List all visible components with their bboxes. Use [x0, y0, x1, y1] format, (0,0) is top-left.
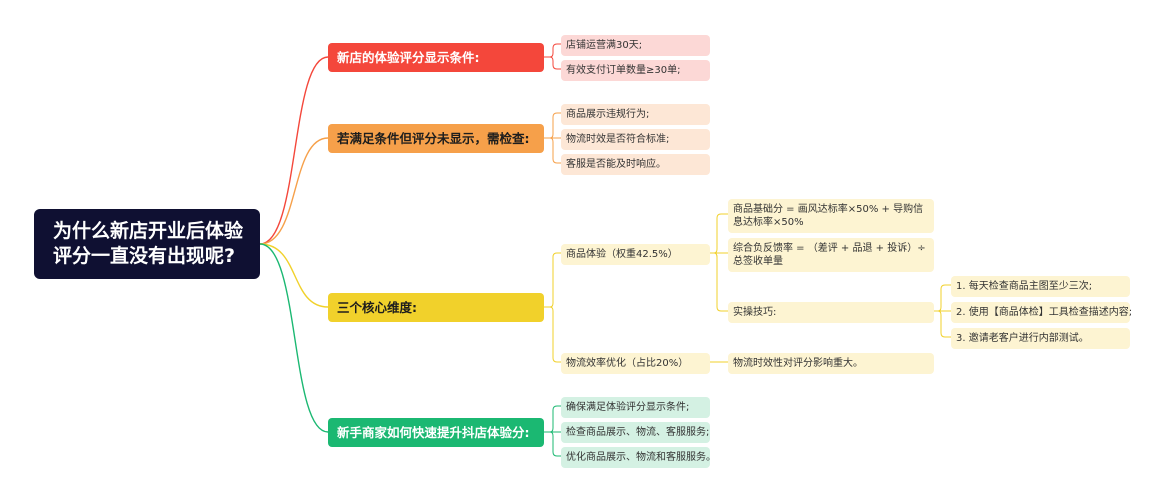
link-b1-leaf1: [544, 43, 561, 58]
branch-core-dimensions[interactable]: 三个核心维度:: [328, 293, 544, 322]
leaf-tip-product-checkup[interactable]: 2. 使用【商品体检】工具检查描述内容;: [951, 302, 1132, 323]
link-b2-leaf3: [544, 137, 561, 164]
link-b4-leaf3: [544, 431, 561, 457]
link-root-branch2: [259, 137, 329, 245]
leaf-tip-customer-test[interactable]: 3. 邀请老客户进行内部测试。: [951, 328, 1130, 349]
leaf-logistics-standard[interactable]: 物流时效是否符合标准;: [561, 129, 710, 150]
link-root-branch4: [259, 243, 329, 433]
leaf-tip-check-images[interactable]: 1. 每天检查商品主图至少三次;: [951, 276, 1130, 297]
leaf-check-services[interactable]: 检查商品展示、物流、客服服务;: [561, 422, 710, 443]
leaf-product-base-score[interactable]: 商品基础分 = 画风达标率×50% + 导购信息达标率×50%: [728, 199, 934, 233]
leaf-display-violations[interactable]: 商品展示违规行为;: [561, 104, 710, 125]
link-b3-logistics: [544, 306, 561, 363]
leaf-meet-conditions[interactable]: 确保满足体验评分显示条件;: [561, 397, 710, 418]
leaf-store-30-days[interactable]: 店铺运营满30天;: [561, 35, 710, 56]
link-root-branch3: [259, 243, 329, 308]
leaf-orders-30[interactable]: 有效支付订单数量≥30单;: [561, 60, 710, 81]
branch-check-items[interactable]: 若满足条件但评分未显示，需检查:: [328, 124, 544, 153]
leaf-practical-tips[interactable]: 实操技巧:: [728, 302, 934, 323]
link-b1-leaf2: [544, 56, 561, 70]
branch-display-conditions[interactable]: 新店的体验评分显示条件:: [328, 43, 544, 72]
link-product-item3: [710, 252, 728, 312]
leaf-negative-feedback-rate[interactable]: 综合负反馈率 = （差评 + 品退 + 投诉）÷ 总签收单量: [728, 238, 934, 272]
root-title-line2: 评分一直没有出现呢?: [53, 245, 236, 267]
leaf-optimize-services[interactable]: 优化商品展示、物流和客服服务。: [561, 447, 716, 468]
link-root-branch1: [259, 56, 329, 245]
link-b2-leaf1: [544, 112, 561, 139]
link-tip1: [934, 284, 951, 312]
link-product-item1: [710, 213, 728, 254]
leaf-logistics-impact[interactable]: 物流时效性对评分影响重大。: [728, 353, 934, 374]
leaf-logistics-efficiency[interactable]: 物流效率优化（占比20%）: [561, 353, 710, 374]
link-tip3: [934, 310, 951, 338]
branch-improve-score[interactable]: 新手商家如何快速提升抖店体验分:: [328, 418, 544, 447]
root-title-line1: 为什么新店开业后体验: [53, 220, 244, 242]
link-b4-leaf1: [544, 405, 561, 433]
root-topic[interactable]: 为什么新店开业后体验 评分一直没有出现呢?: [34, 209, 260, 279]
leaf-product-experience[interactable]: 商品体验（权重42.5%）: [561, 244, 710, 265]
leaf-service-response[interactable]: 客服是否能及时响应。: [561, 154, 710, 175]
link-b3-product: [544, 252, 561, 308]
